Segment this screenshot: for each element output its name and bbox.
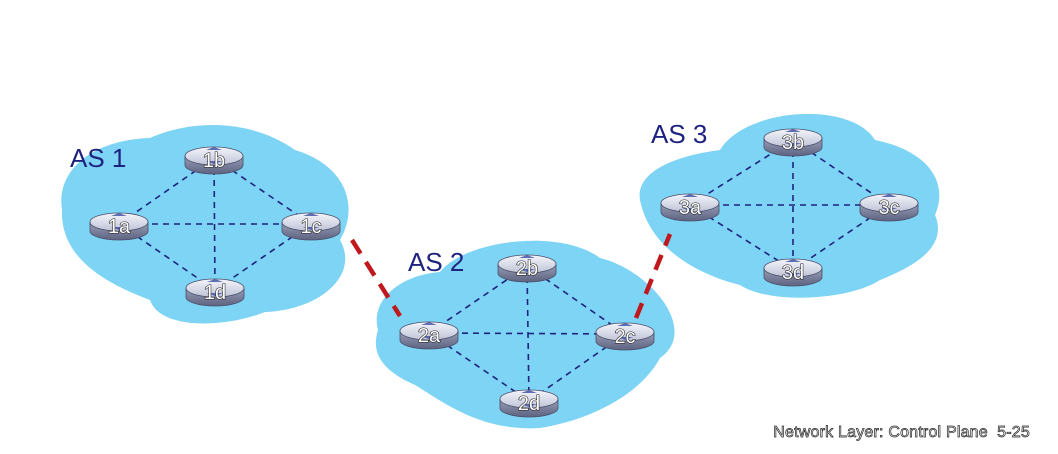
as3-cloud <box>639 113 940 298</box>
link-1a-1d <box>118 223 216 291</box>
router-label: 2d <box>518 393 540 415</box>
router-1a: 1a <box>89 212 149 241</box>
router-label: 3b <box>782 132 804 154</box>
link-1c-2a <box>350 238 402 318</box>
router-3c: 3c <box>859 193 919 222</box>
link-1b-1c <box>213 157 312 225</box>
inter-as-links <box>350 233 673 319</box>
as2-label: AS 2 <box>408 247 464 277</box>
routers: 1a 1b 1c 1d 2a 2b 2c 2d 3a 3b 3c 3d <box>89 128 919 418</box>
router-3a: 3a <box>660 193 720 222</box>
router-label: 1a <box>108 216 131 238</box>
as3-label: AS 3 <box>651 119 707 149</box>
as1-label: AS 1 <box>70 143 126 173</box>
router-1c: 1c <box>281 212 341 241</box>
link-1c-1d <box>214 223 312 291</box>
router-2d: 2d <box>499 389 559 418</box>
link-3b-3c <box>792 139 890 206</box>
link-2b-2c <box>526 265 626 335</box>
link-2b-2d <box>526 265 530 402</box>
router-2c: 2c <box>595 322 655 351</box>
link-3c-3d <box>792 204 890 271</box>
link-2a-2d <box>428 332 530 402</box>
footer-page-number: 5-25 <box>997 424 1030 442</box>
router-1d: 1d <box>185 278 245 307</box>
slide-footer: Network Layer: Control Plane 5-25 <box>773 424 1030 442</box>
link-2a-2b <box>428 265 528 334</box>
router-label: 1b <box>203 150 225 172</box>
link-2c-2d <box>528 333 626 402</box>
router-label: 2b <box>516 258 538 280</box>
router-label: 1c <box>300 216 321 238</box>
link-3a-3d <box>689 204 794 271</box>
router-3d: 3d <box>763 258 823 287</box>
router-label: 2c <box>614 326 635 348</box>
as2-cloud <box>375 240 675 429</box>
router-label: 3a <box>679 197 702 219</box>
router-1b: 1b <box>184 146 244 175</box>
router-label: 1d <box>204 282 226 304</box>
router-2b: 2b <box>497 254 557 283</box>
router-3b: 3b <box>763 128 823 157</box>
footer-text: Network Layer: Control Plane <box>773 424 988 442</box>
router-2a: 2a <box>399 321 459 350</box>
router-label: 3c <box>878 197 899 219</box>
link-1a-1b <box>118 157 215 225</box>
link-1b-1d <box>213 157 216 291</box>
as1-cloud <box>61 125 349 324</box>
router-label: 3d <box>782 262 804 284</box>
link-2c-3a <box>633 233 673 319</box>
router-label: 2a <box>418 325 441 347</box>
